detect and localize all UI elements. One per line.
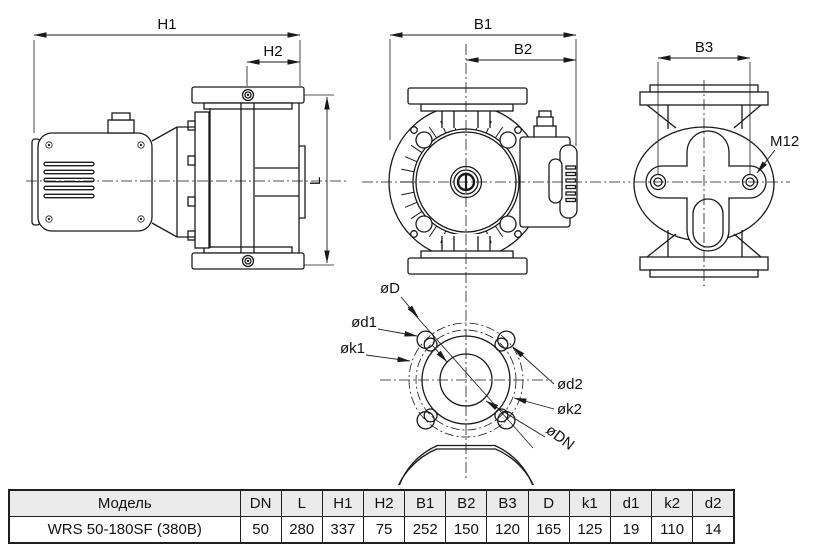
motor-adapter [187,111,210,249]
side-view: H1 H2 L [31,16,334,270]
technical-drawing: H1 H2 L [26,16,799,551]
k1-label: øk1 [340,340,365,357]
callout-d2: ød2 [512,346,583,393]
motor-cover-screws [45,141,145,223]
callout-k1: øk1 [340,340,411,363]
value-b3: 120 [486,516,529,544]
value-l: 280 [280,516,323,544]
h1-label: H1 [157,16,176,33]
b3-label: B3 [695,39,713,56]
rear-cross-rib [645,130,767,252]
value-d: 165 [527,516,570,544]
m12-label: M12 [770,133,799,150]
value-b1: 252 [404,516,447,544]
pump-housing-side [209,103,306,253]
header-d1: d1 [609,489,653,517]
thread-callout-m12: M12 [756,133,799,174]
dimension-b3: B3 [657,39,751,174]
spec-table: Модель DN L H1 H2 B1 B2 B3 D k1 d1 k2 d2… [8,489,735,544]
value-d1: 19 [609,516,653,544]
value-k2: 110 [651,516,694,544]
d1-label: ød1 [351,314,377,331]
value-dn: 50 [239,516,282,544]
motor-side [31,112,195,238]
callout-k2: øk2 [513,397,582,418]
header-b2: B2 [445,489,488,517]
header-d2: d2 [692,489,735,517]
header-d: D [527,489,570,517]
flange-screw-bottom [241,254,255,268]
header-h1: H1 [321,489,364,517]
back-view: B3 M12 [633,39,799,278]
b2-label: B2 [514,41,532,58]
value-b2: 150 [445,516,488,544]
value-h2: 75 [362,516,406,544]
flange-view: øD ød1 øk1 ød2 øk2 øDN [340,280,583,551]
dimension-h2: H2 [246,43,301,86]
terminal-box [519,110,578,228]
flange-screw-top [241,88,255,102]
header-l: L [280,489,323,517]
casing-bolt-holes [410,126,522,238]
header-model: Модель [8,489,241,517]
dn-label: øDN [543,422,578,454]
value-k1: 125 [568,516,611,544]
header-b1: B1 [404,489,447,517]
table-header-row: Модель DN L H1 H2 B1 B2 B3 D k1 d1 k2 d2 [8,489,735,517]
header-k2: k2 [651,489,694,517]
value-d2: 14 [692,516,735,544]
d2-label: ød2 [557,376,583,393]
dimension-b2: B2 [465,41,577,63]
motor-vent-slots [43,161,95,199]
dimension-b1: B1 [389,16,577,146]
terminal-box-grille [565,165,577,203]
d-label: øD [380,280,400,297]
value-h1: 337 [321,516,364,544]
header-dn: DN [239,489,282,517]
k2-label: øk2 [557,401,582,418]
b1-label: B1 [474,16,492,33]
centerlines [26,44,790,478]
dimension-l: L [304,94,334,266]
dimension-h1: H1 [33,16,301,133]
flange-bolt-holes [416,330,516,430]
table-value-row: WRS 50-180SF (380В) 50 280 337 75 252 15… [8,516,735,544]
header-b3: B3 [486,489,529,517]
callout-d: øD [380,280,419,318]
header-h2: H2 [362,489,406,517]
h2-label: H2 [263,43,282,60]
header-k1: k1 [568,489,611,517]
callout-d1: ød1 [351,314,418,337]
front-view: B1 B2 [388,16,578,275]
value-model: WRS 50-180SF (380В) [8,516,241,544]
